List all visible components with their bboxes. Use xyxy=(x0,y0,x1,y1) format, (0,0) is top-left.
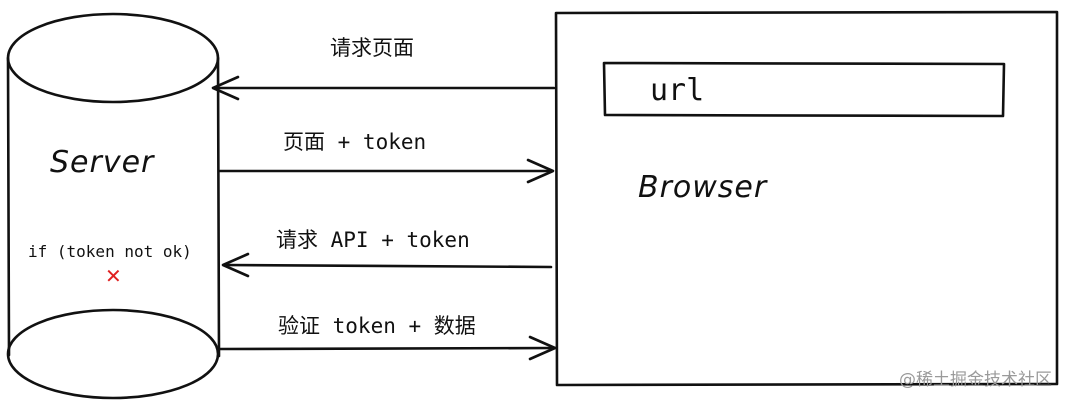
arrow-line xyxy=(218,346,556,351)
server-cylinder xyxy=(6,12,221,400)
arrow-verify-data xyxy=(218,335,557,361)
server-cylinder-bottom xyxy=(6,308,220,400)
arrow-head xyxy=(526,158,555,184)
address-bar-text: url xyxy=(650,73,704,108)
arrow-request-api xyxy=(221,252,553,278)
arrow-line xyxy=(222,263,553,269)
arrow-label-page-token: 页面 + token xyxy=(283,130,426,154)
server-cylinder-body xyxy=(6,56,221,358)
server-condition: if (token not ok) xyxy=(28,242,192,261)
arrow-head xyxy=(528,335,557,361)
browser-frame xyxy=(554,10,1059,387)
arrow-head xyxy=(211,75,240,101)
watermark: @稀土掘金技术社区 xyxy=(899,370,1052,390)
arrow-page-token xyxy=(218,158,555,184)
server-cylinder-top xyxy=(6,12,220,104)
reject-mark: ✕ xyxy=(105,264,122,288)
arrow-label-verify-data: 验证 token + 数据 xyxy=(278,314,476,338)
address-bar xyxy=(602,61,1006,118)
browser-label: Browser xyxy=(638,170,768,205)
arrow-head xyxy=(221,252,250,278)
arrow-label-request-page: 请求页面 xyxy=(330,36,414,60)
browser-window xyxy=(554,10,1059,387)
arrow-label-request-api: 请求 API + token xyxy=(276,228,470,252)
arrow-request-page xyxy=(211,75,556,101)
server-label: Server xyxy=(50,145,155,180)
